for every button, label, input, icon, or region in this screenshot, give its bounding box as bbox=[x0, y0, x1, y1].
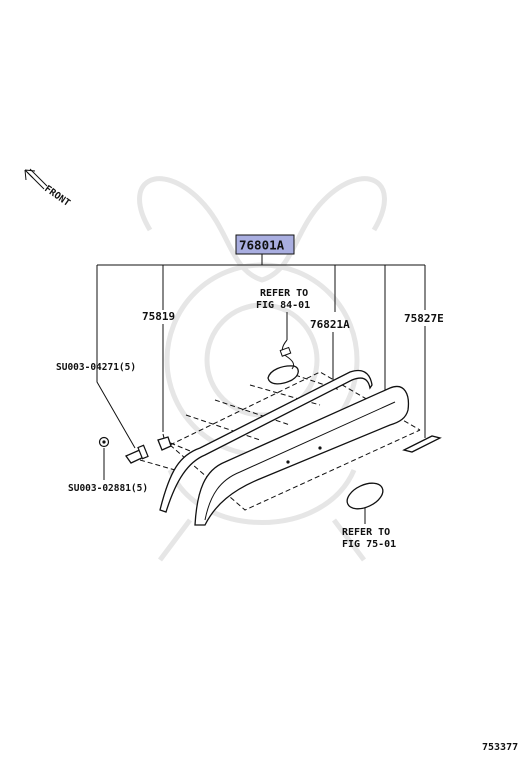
front-label: FRONT bbox=[42, 183, 72, 209]
front-arrow-icon bbox=[24, 168, 48, 190]
part-75819-label[interactable]: 75819 bbox=[142, 310, 175, 323]
part-su003-02881-label[interactable]: SU003-02881(5) bbox=[68, 483, 148, 494]
refer-bottom-line1: REFER TO bbox=[342, 527, 390, 538]
main-part-highlight bbox=[235, 234, 295, 255]
screw-su003-04271-icon bbox=[125, 444, 149, 464]
part-76821a-label[interactable]: 76821A bbox=[310, 318, 350, 331]
part-75827e-label[interactable]: 75827E bbox=[404, 312, 444, 325]
part-su003-04271-label[interactable]: SU003-04271(5) bbox=[56, 362, 136, 373]
refer-bottom-line2[interactable]: FIG 75-01 bbox=[342, 539, 396, 550]
main-part-number[interactable]: 76801A bbox=[239, 238, 285, 253]
seal-75827e bbox=[402, 435, 442, 453]
refer-top-line1: REFER TO bbox=[260, 288, 308, 299]
nut-su003-02881-icon bbox=[98, 436, 110, 448]
refer-top-line2[interactable]: FIG 84-01 bbox=[256, 300, 310, 311]
garnish-panel-inner-edge bbox=[204, 401, 396, 521]
garnish-strip-76821a bbox=[159, 369, 373, 513]
clip-75819-icon bbox=[157, 433, 172, 451]
license-lamp bbox=[267, 365, 299, 385]
garnish-panel-76801a bbox=[194, 385, 410, 526]
emblem bbox=[346, 482, 384, 510]
figure-number: 753377 bbox=[482, 742, 518, 753]
